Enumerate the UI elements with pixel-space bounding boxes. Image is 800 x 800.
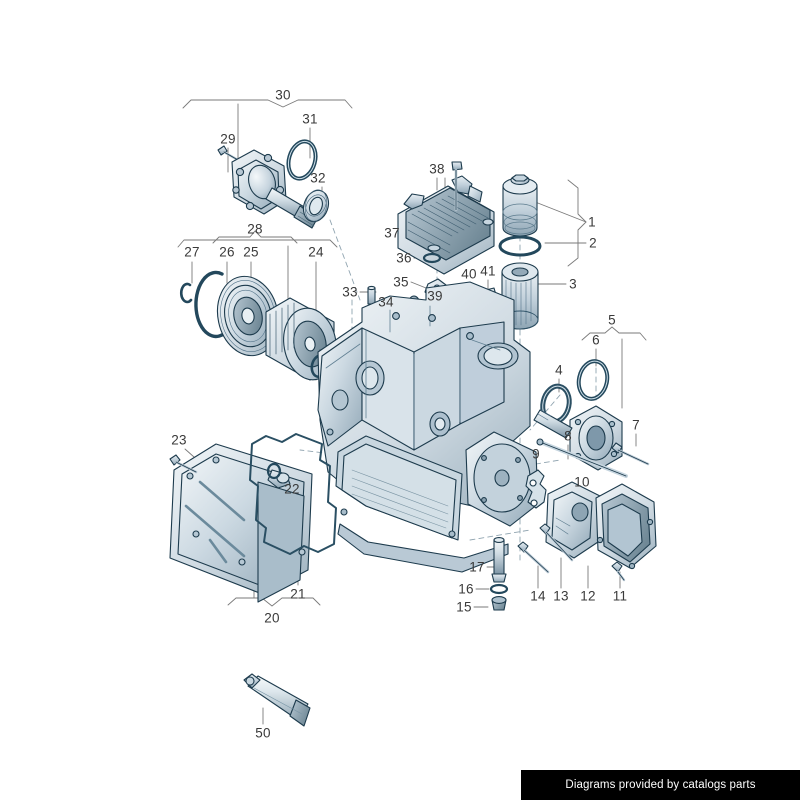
callout-3: 3 xyxy=(569,276,577,292)
callout-38: 38 xyxy=(429,161,445,177)
callout-28: 28 xyxy=(247,221,263,237)
part-8-guide-rod xyxy=(536,438,628,478)
part-32-threaded-ring xyxy=(302,189,330,223)
callout-30: 30 xyxy=(275,87,291,103)
callout-6: 6 xyxy=(592,332,600,348)
callout-31: 31 xyxy=(302,111,318,127)
callout-32: 32 xyxy=(310,170,326,186)
callout-9: 9 xyxy=(532,446,540,462)
part-5-flange-shaft xyxy=(533,405,623,471)
callout-25: 25 xyxy=(243,244,259,260)
callout-33: 33 xyxy=(342,284,358,300)
callout-22: 22 xyxy=(284,481,300,497)
callout-1: 1 xyxy=(588,214,596,230)
part-26-snap-ring xyxy=(194,270,230,339)
callout-26: 26 xyxy=(219,244,235,260)
part-33-sleeve xyxy=(367,285,376,305)
transmission-housing xyxy=(317,281,539,573)
part-7-bolt xyxy=(611,442,650,466)
part-1-filter-cap xyxy=(502,174,538,237)
callout-10: 10 xyxy=(574,474,590,490)
callout-21: 21 xyxy=(290,586,306,602)
callout-35: 35 xyxy=(393,274,409,290)
part-25-clutch-disc xyxy=(216,275,280,357)
part-37-oil-cooler xyxy=(397,175,495,275)
part-12-side-cover xyxy=(595,483,657,570)
part-31-oring xyxy=(286,139,318,181)
callout-41: 41 xyxy=(480,263,496,279)
part-30-flange-shaft xyxy=(231,149,319,229)
callout-27: 27 xyxy=(184,244,200,260)
callout-29: 29 xyxy=(220,131,236,147)
part-13-bolt xyxy=(539,523,574,562)
callout-37: 37 xyxy=(384,225,400,241)
part-23-bolt xyxy=(169,454,198,474)
callout-24: 24 xyxy=(308,244,324,260)
part-36-seal xyxy=(422,252,442,264)
part-15-drain-plug xyxy=(491,596,507,611)
part-6-oring xyxy=(576,359,610,401)
callout-16: 16 xyxy=(458,581,474,597)
attribution-footer: Diagrams provided by catalogs parts xyxy=(521,770,800,800)
attribution-text: Diagrams provided by catalogs parts xyxy=(565,779,756,791)
callout-7: 7 xyxy=(632,417,640,433)
callout-17: 17 xyxy=(469,559,485,575)
callout-14: 14 xyxy=(530,588,546,604)
callout-15: 15 xyxy=(456,599,472,615)
part-21-pan-gasket xyxy=(249,433,337,555)
callout-13: 13 xyxy=(553,588,569,604)
part-14-bolt xyxy=(517,541,550,574)
part-50-sealant-tube xyxy=(243,673,311,727)
part-17-filler-tube xyxy=(491,537,507,583)
callout-23: 23 xyxy=(171,432,187,448)
callout-50: 50 xyxy=(255,725,271,741)
callout-8: 8 xyxy=(564,428,572,444)
callout-40: 40 xyxy=(461,266,477,282)
part-38-bolt xyxy=(451,161,463,212)
part-11-bolt xyxy=(611,561,626,582)
callout-12: 12 xyxy=(580,588,596,604)
callout-4: 4 xyxy=(555,362,563,378)
callout-36: 36 xyxy=(396,250,412,266)
callout-2: 2 xyxy=(589,235,597,251)
callout-20: 20 xyxy=(264,610,280,626)
part-2-oring xyxy=(498,235,542,257)
callout-39: 39 xyxy=(427,288,443,304)
part-20-oil-pan xyxy=(169,443,313,603)
part-16-seal-washer xyxy=(489,583,509,595)
part-27-snap-ring xyxy=(179,282,193,304)
callout-11: 11 xyxy=(612,588,628,604)
part-22-seal-ring xyxy=(266,462,282,480)
part-9-gasket xyxy=(525,469,547,509)
part-10-cover xyxy=(545,481,601,559)
callout-5: 5 xyxy=(608,312,616,328)
callout-34: 34 xyxy=(378,294,394,310)
